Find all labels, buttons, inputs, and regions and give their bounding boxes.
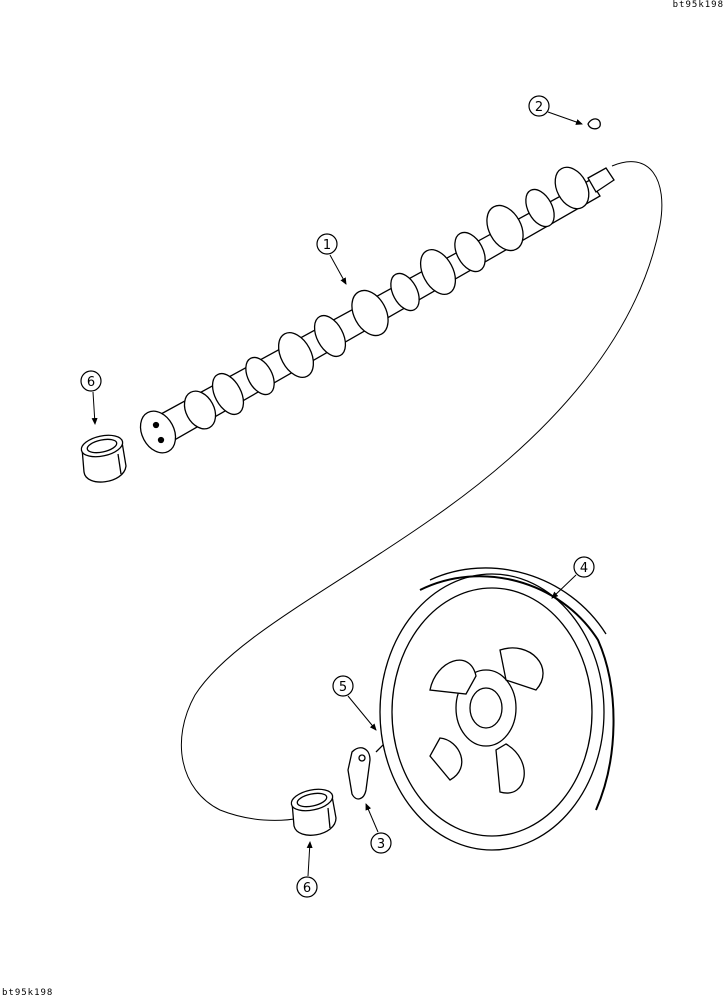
callout-label-3: 3 — [377, 837, 385, 852]
callout-bubble-5 — [332, 675, 354, 697]
reference-code-top: bt95k198 — [672, 0, 724, 10]
callout-label-6-lower: 6 — [303, 881, 311, 896]
camshaft-icon — [139, 166, 615, 454]
callout-label-2: 2 — [535, 100, 543, 115]
leader-line-4 — [551, 574, 577, 599]
callout-label-6-upper: 6 — [87, 375, 95, 390]
camshaft-gear-icon — [379, 567, 615, 851]
callout-label-4: 4 — [580, 561, 588, 576]
leader-line-2 — [547, 111, 583, 125]
assembly-path-line — [180, 161, 663, 821]
leader-line-1 — [329, 254, 347, 285]
callout-bubble-2 — [528, 95, 550, 117]
thrust-plate-icon — [347, 747, 371, 800]
reference-code-bottom: bt95k198 — [2, 988, 54, 998]
leader-line-3 — [365, 803, 379, 833]
callout-bubble-4 — [573, 556, 595, 578]
leader-line-5 — [347, 695, 377, 731]
camshaft-bushing-icon — [290, 788, 337, 836]
callout-bubble-3 — [370, 832, 392, 854]
leader-line-6-upper — [91, 391, 98, 425]
leader-line-6-lower — [306, 841, 313, 877]
callout-bubble-6-upper — [80, 370, 102, 392]
callout-bubble-1 — [316, 233, 338, 255]
callout-label-1: 1 — [323, 238, 331, 253]
callout-label-5: 5 — [339, 680, 347, 695]
callout-bubble-6-lower — [296, 876, 318, 898]
camshaft-bushing-icon — [80, 434, 127, 483]
woodruff-key-icon — [587, 118, 601, 130]
